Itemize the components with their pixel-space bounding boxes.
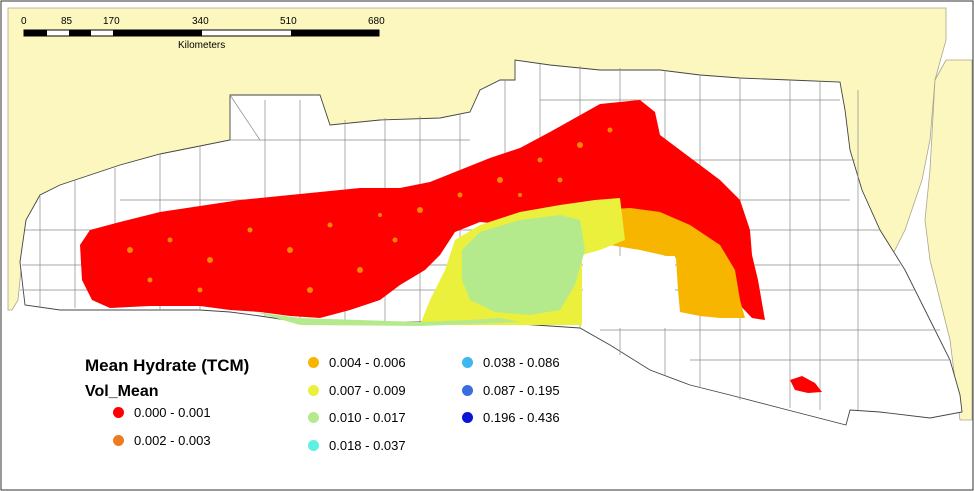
scale-tick-0: 0 bbox=[21, 16, 27, 27]
scale-tick-680: 680 bbox=[368, 16, 385, 27]
scale-unit-label: Kilometers bbox=[178, 40, 226, 51]
legend-label: 0.007 - 0.009 bbox=[329, 383, 406, 398]
scale-tick-85: 85 bbox=[61, 16, 73, 27]
hydrate-zone-orange-east bbox=[595, 208, 745, 318]
legend-swatch bbox=[113, 407, 124, 418]
scale-tick-510: 510 bbox=[280, 16, 297, 27]
hydrate-zone-red-island bbox=[790, 376, 822, 393]
hydrate-zone-green bbox=[462, 215, 585, 315]
legend-label: 0.018 - 0.037 bbox=[329, 438, 406, 453]
legend-label: 0.196 - 0.436 bbox=[483, 410, 560, 425]
legend-label: 0.087 - 0.195 bbox=[483, 383, 560, 398]
scale-tick-340: 340 bbox=[192, 16, 209, 27]
scale-bar bbox=[23, 29, 380, 37]
legend-item: 0.002 - 0.003 bbox=[113, 433, 211, 448]
legend-label: 0.000 - 0.001 bbox=[134, 405, 211, 420]
legend-label: 0.010 - 0.017 bbox=[329, 410, 406, 425]
legend-swatch bbox=[462, 385, 473, 396]
legend-swatch bbox=[308, 440, 319, 451]
legend-item: 0.038 - 0.086 bbox=[462, 355, 560, 370]
legend-swatch bbox=[113, 435, 124, 446]
legend-field: Vol_Mean bbox=[85, 383, 159, 400]
unassessed-block bbox=[583, 256, 675, 328]
peninsula-area bbox=[924, 59, 973, 421]
legend-swatch bbox=[308, 385, 319, 396]
legend-item: 0.010 - 0.017 bbox=[308, 410, 406, 425]
legend-item: 0.004 - 0.006 bbox=[308, 355, 406, 370]
legend-label: 0.038 - 0.086 bbox=[483, 355, 560, 370]
legend-item: 0.007 - 0.009 bbox=[308, 383, 406, 398]
scale-tick-170: 170 bbox=[103, 16, 120, 27]
legend-item: 0.018 - 0.037 bbox=[308, 438, 406, 453]
legend-label: 0.004 - 0.006 bbox=[329, 355, 406, 370]
legend-swatch bbox=[308, 412, 319, 423]
legend-swatch bbox=[462, 357, 473, 368]
hydrate-zone-green-strip bbox=[255, 312, 520, 326]
hydrate-speckle bbox=[127, 127, 613, 293]
legend-item: 0.000 - 0.001 bbox=[113, 405, 211, 420]
legend-item: 0.196 - 0.436 bbox=[462, 410, 560, 425]
legend-label: 0.002 - 0.003 bbox=[134, 433, 211, 448]
legend-swatch bbox=[462, 412, 473, 423]
legend-title: Mean Hydrate (TCM) bbox=[85, 356, 250, 375]
legend-item: 0.087 - 0.195 bbox=[462, 383, 560, 398]
legend-swatch bbox=[308, 357, 319, 368]
